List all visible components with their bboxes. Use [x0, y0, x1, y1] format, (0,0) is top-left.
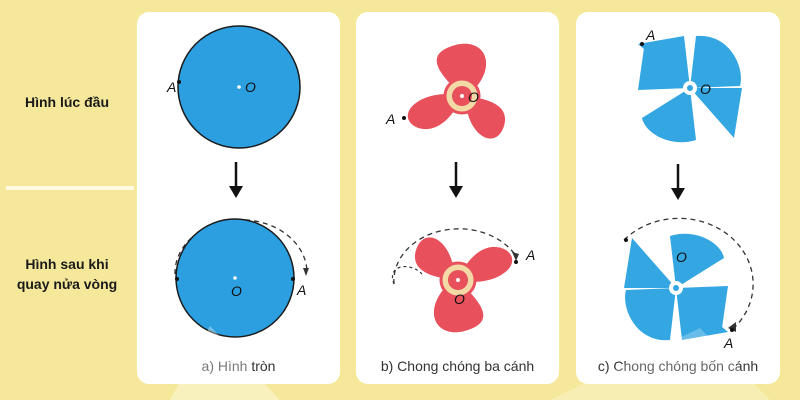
caption-three-blade: b) Chong chóng ba cánh: [380, 358, 535, 374]
label-o-rotated-c: O: [676, 249, 687, 265]
caption-four-blade: c) Chong chóng bốn cánh: [597, 358, 759, 374]
four-blade-rotated: [624, 233, 728, 341]
center-point-rotated: [233, 276, 237, 280]
label-a-rotated-b: A: [525, 247, 535, 263]
caption-circle: a) Hình tròn: [201, 358, 276, 374]
label-a-initial-c: A: [645, 27, 655, 43]
blade-3-rotated-c: [670, 233, 724, 288]
center-point-rotated-b: [456, 278, 460, 282]
blade-4-rotated-c: [676, 286, 728, 328]
label-o-initial: O: [245, 79, 256, 95]
blade-1-rotated-c: [676, 288, 728, 340]
panel-four-blade: A O A O c) Chong chóng bốn cánh: [576, 12, 780, 384]
point-a-initial: [177, 80, 181, 84]
rotation-path-b: [393, 228, 517, 285]
label-a-rotated-c: A: [723, 335, 733, 351]
row-label-initial: Hình lúc đầu: [25, 94, 109, 110]
point-a-rotated-c: [730, 328, 734, 332]
blade-1b-rotated-c: [625, 288, 676, 341]
blade-4-initial-c: [638, 48, 690, 90]
blade-3-initial-c: [642, 88, 696, 143]
four-blade-initial: [638, 35, 742, 143]
label-a-initial: A: [166, 79, 176, 95]
label-o-rotated-b: O: [454, 291, 465, 307]
hub-inner-rotated-c: [673, 285, 679, 291]
point-a-rotated-b: [514, 260, 518, 264]
label-o-initial-c: O: [700, 81, 711, 97]
label-o-initial-b: O: [468, 89, 479, 105]
three-blade-initial: [407, 43, 506, 139]
point-left-rotated: [175, 277, 179, 281]
label-a-initial-b: A: [385, 111, 395, 127]
center-point-initial-b: [460, 94, 464, 98]
panel-circle: A O A O a) Hình tròn: [137, 12, 340, 384]
arrow-down-head: [229, 186, 243, 198]
row-label-after-line2: quay nửa vòng: [16, 276, 118, 292]
label-o-rotated: O: [231, 283, 242, 299]
label-a-rotated: A: [296, 282, 306, 298]
rotation-arrowhead-c: [728, 322, 736, 332]
blade-2-initial-c: [690, 88, 742, 138]
point-a-initial-c: [640, 42, 644, 46]
blade-1b-initial-c: [690, 35, 741, 88]
blade-trace-b: [391, 266, 423, 285]
blade-2-rotated-c: [624, 238, 676, 288]
point-a-rotated: [291, 277, 295, 281]
row-divider: [6, 186, 134, 190]
row-label-after-line1: Hình sau khi: [25, 256, 109, 272]
rotation-arrowhead: [303, 268, 309, 276]
circle-diagram: A O A O: [166, 25, 309, 338]
blade-1-initial-c: [638, 36, 690, 88]
arrow-down-head-c: [671, 188, 685, 200]
hub-inner-initial-c: [687, 85, 693, 91]
three-blade-diagram: A O A O: [385, 43, 535, 333]
four-blade-diagram: A O A O: [623, 27, 754, 351]
point-a-initial-b: [402, 116, 406, 120]
center-point-initial: [237, 85, 241, 89]
point-left-rotated-c: [624, 238, 628, 242]
rotation-arrowhead-b: [512, 252, 519, 261]
panel-three-blade: A O A O b) Chong chóng ba cánh: [356, 12, 559, 384]
arrow-down-head-b: [449, 186, 463, 198]
three-blade-rotated: [414, 237, 513, 333]
